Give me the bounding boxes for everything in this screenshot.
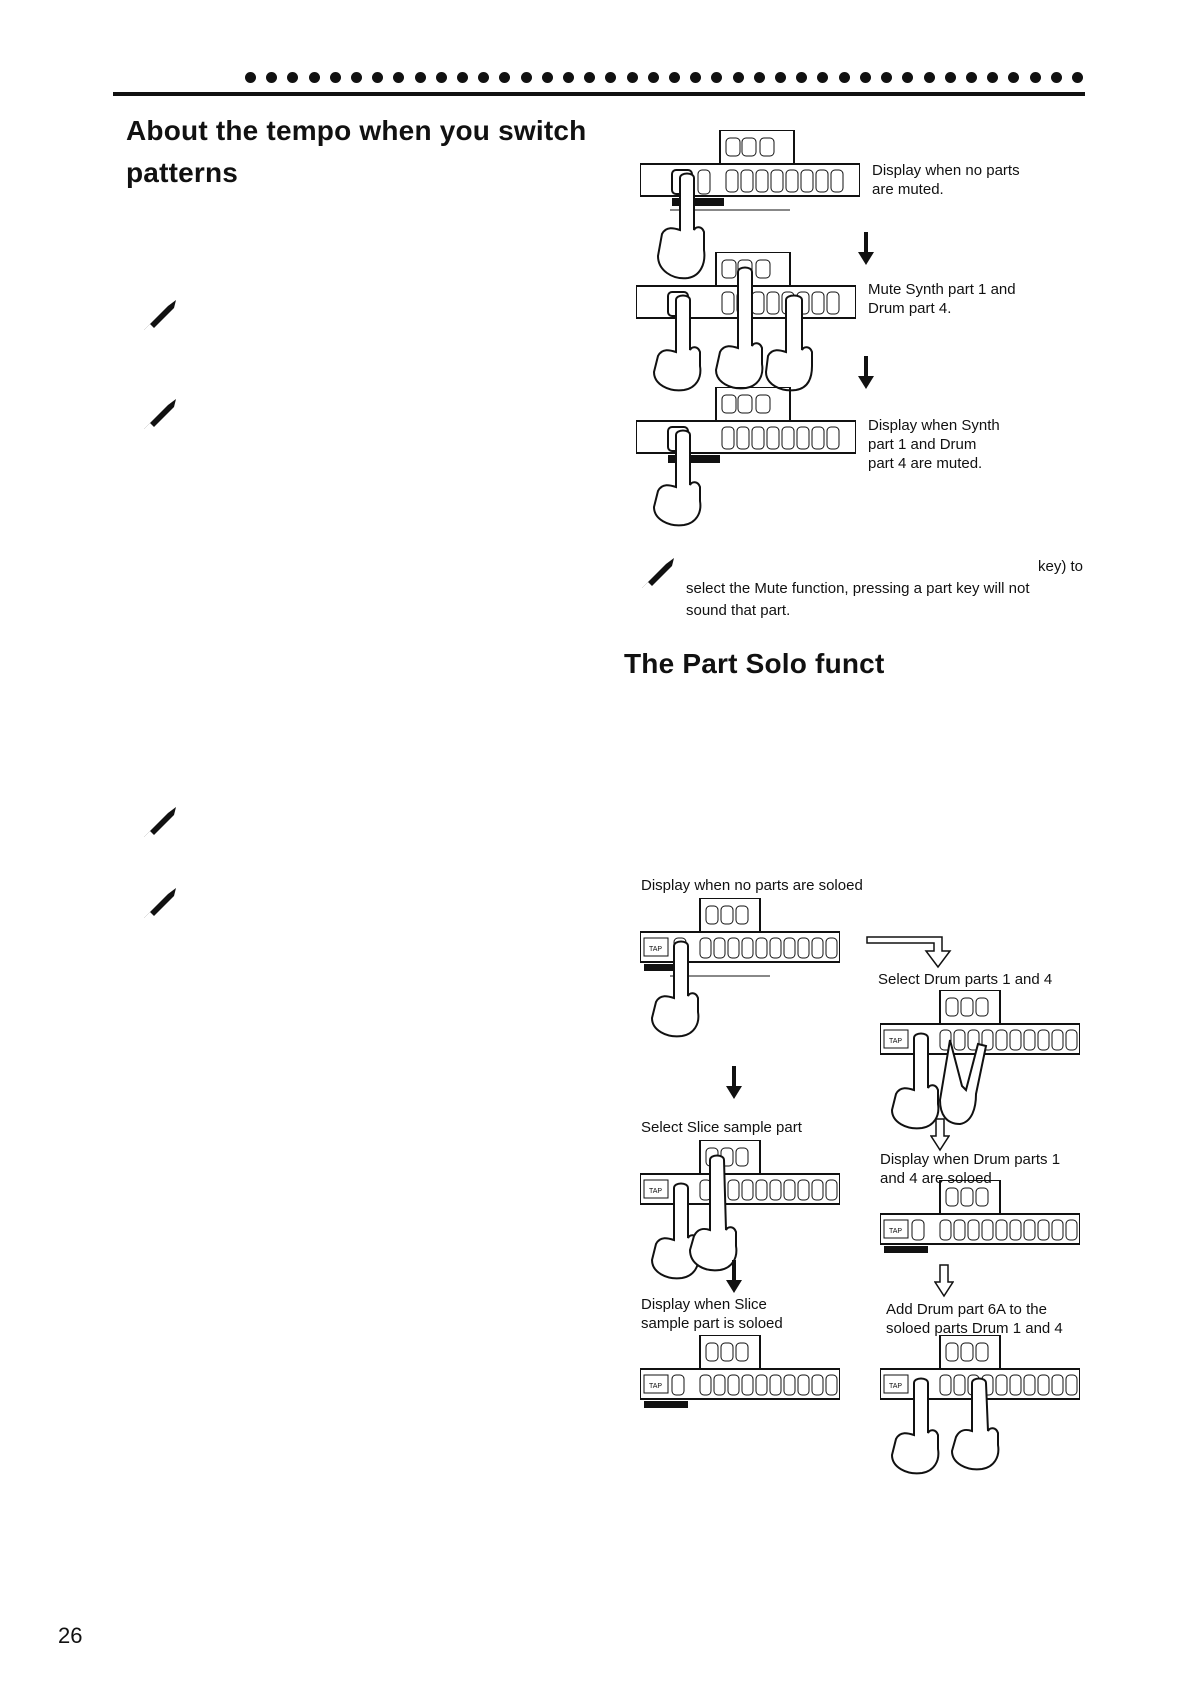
header-dot <box>944 71 956 83</box>
caption-solo-b: Select Drum parts 1 and 4 <box>878 971 1053 988</box>
header-dot <box>902 71 914 83</box>
header-dot <box>647 71 659 83</box>
note-icon <box>144 888 176 918</box>
header-dot <box>753 71 765 83</box>
svg-text:TAP: TAP <box>889 1228 902 1235</box>
header-dot <box>626 71 638 83</box>
caption-solo-d: Display when Drum parts 1 and 4 are solo… <box>880 1151 1061 1187</box>
caption-solo-f: Add Drum part 6A to the soloed parts Dru… <box>886 1301 1063 1337</box>
note-icon <box>144 807 176 837</box>
header-dot <box>520 71 532 83</box>
section-heading-tempo: About the tempo when you switch patterns <box>126 110 586 194</box>
header-dot <box>965 71 977 83</box>
heading-line-2: patterns <box>126 157 239 188</box>
header-dot <box>923 71 935 83</box>
down-arrow-icon <box>858 232 874 265</box>
note-icon <box>642 558 674 588</box>
svg-text:TAP: TAP <box>889 1383 902 1390</box>
panel-illustration-no-mute <box>639 129 861 280</box>
panel-illustration-slice-soloed: TAP <box>639 1334 841 1415</box>
note-icon <box>144 300 176 330</box>
header-dot <box>1050 71 1062 83</box>
header-dot <box>287 71 299 83</box>
caption-solo-a: Display when no parts are soloed <box>641 877 863 894</box>
header-dot <box>478 71 490 83</box>
hollow-down-arrow-icon <box>934 1264 954 1298</box>
header-dot <box>669 71 681 83</box>
panel-illustration-select-drum: TAP <box>879 989 1081 1130</box>
svg-text:TAP: TAP <box>649 1188 662 1195</box>
header-dot <box>1071 71 1083 83</box>
down-arrow-icon <box>726 1260 742 1293</box>
page-number: 26 <box>58 1623 83 1648</box>
panel-illustration-add-drum: TAP <box>879 1334 1081 1475</box>
panel-illustration-muted <box>635 386 857 527</box>
header-dot <box>329 71 341 83</box>
header-dot <box>457 71 469 83</box>
header-dot <box>435 71 447 83</box>
down-arrow-icon <box>858 356 874 389</box>
caption-mute-1: Display when no parts are muted. <box>872 162 1020 198</box>
panel-illustration-no-solo: TAP <box>639 897 841 1038</box>
caption-mute-3: Display when Synth part 1 and Drum part … <box>868 417 1000 472</box>
svg-text:TAP: TAP <box>649 1383 662 1390</box>
header-dot <box>308 71 320 83</box>
header-dot <box>414 71 426 83</box>
header-dot <box>859 71 871 83</box>
svg-text:TAP: TAP <box>649 946 662 953</box>
panel-illustration-drum-soloed: TAP <box>879 1179 1081 1260</box>
caption-solo-c: Select Slice sample part <box>641 1119 802 1136</box>
down-arrow-icon <box>726 1066 742 1099</box>
hollow-arrow-icon <box>866 936 952 969</box>
header-dot <box>1008 71 1020 83</box>
header-dot <box>732 71 744 83</box>
hollow-down-arrow-icon <box>930 1118 950 1152</box>
panel-illustration-mute-press <box>635 251 857 392</box>
header-dot <box>605 71 617 83</box>
heading-line-1: About the tempo when you switch <box>126 115 587 146</box>
caption-mute-2: Mute Synth part 1 and Drum part 4. <box>868 281 1016 317</box>
svg-text:TAP: TAP <box>889 1038 902 1045</box>
header-dot <box>541 71 553 83</box>
header-dot <box>245 71 256 83</box>
panel-illustration-select-slice: TAP <box>639 1139 841 1280</box>
header-dot <box>838 71 850 83</box>
header-dot <box>393 71 405 83</box>
header-dot <box>796 71 808 83</box>
header-dot <box>584 71 596 83</box>
header-dot <box>372 71 384 83</box>
header-dot <box>881 71 893 83</box>
header-dot <box>987 71 999 83</box>
header-rule <box>113 92 1085 96</box>
header-dot <box>1029 71 1041 83</box>
header-dot <box>499 71 511 83</box>
header-dot <box>351 71 363 83</box>
header-dot <box>266 71 278 83</box>
header-dot <box>690 71 702 83</box>
header-dot <box>817 71 829 83</box>
header-dot <box>775 71 787 83</box>
header-dot <box>711 71 723 83</box>
header-dot-row <box>245 66 1083 88</box>
caption-solo-e: Display when Slice sample part is soloed <box>641 1296 783 1332</box>
header-dot <box>563 71 575 83</box>
mute-note-text: key) to select the Mute function, pressi… <box>686 558 1083 619</box>
section-heading-solo: The Part Solo funct <box>624 648 885 679</box>
note-icon <box>144 399 176 429</box>
